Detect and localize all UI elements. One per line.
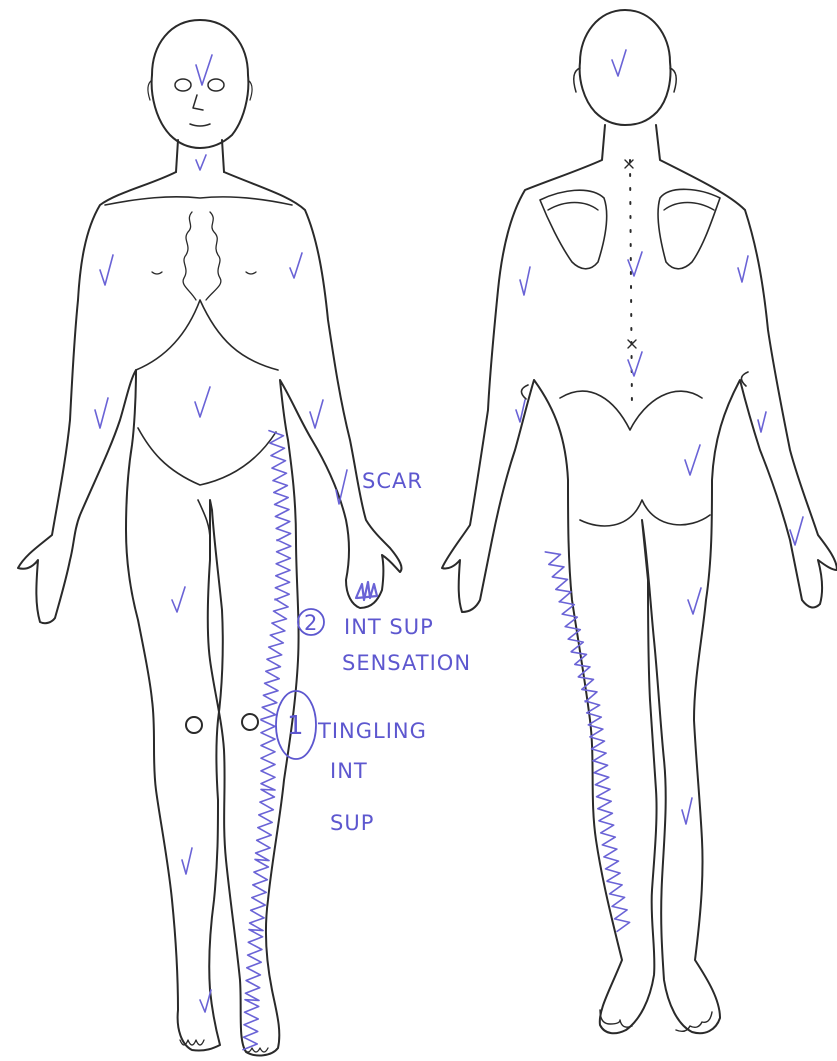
marker-1-text: 1 (287, 711, 305, 741)
back-spine (630, 160, 632, 410)
back-head (580, 10, 671, 125)
front-nipples (152, 272, 256, 274)
front-body-outline (18, 172, 402, 1055)
pen-marks: 2 1 SCAR INT SUP SENSATION TINGLING INT … (95, 50, 803, 1050)
front-face (148, 79, 252, 126)
back-zigzag (545, 552, 629, 932)
spine-pen-marks (628, 252, 642, 376)
front-knee-left (242, 714, 258, 730)
label-tingling: TINGLING (317, 719, 427, 743)
check-marks (95, 50, 803, 1012)
back-lumbar (560, 391, 702, 430)
back-buttocks (580, 500, 710, 526)
front-clavicle (105, 197, 292, 205)
back-toes (600, 1010, 712, 1031)
marker-2-text: 2 (304, 611, 318, 635)
front-figure (18, 20, 402, 1055)
front-ribcage (183, 212, 221, 300)
front-head (152, 20, 249, 148)
label-int: INT (330, 759, 368, 783)
label-int-sup: INT SUP (344, 615, 434, 639)
label-sensation: SENSATION (342, 651, 471, 675)
palm-scribble (356, 582, 377, 600)
label-sup: SUP (330, 811, 374, 835)
back-scapula-right (658, 189, 720, 268)
front-hip-line (138, 428, 276, 485)
front-groin (198, 500, 210, 540)
front-knee-right (186, 717, 202, 733)
label-scar: SCAR (362, 469, 423, 493)
front-rib-line (136, 300, 278, 370)
back-figure (442, 10, 837, 1033)
